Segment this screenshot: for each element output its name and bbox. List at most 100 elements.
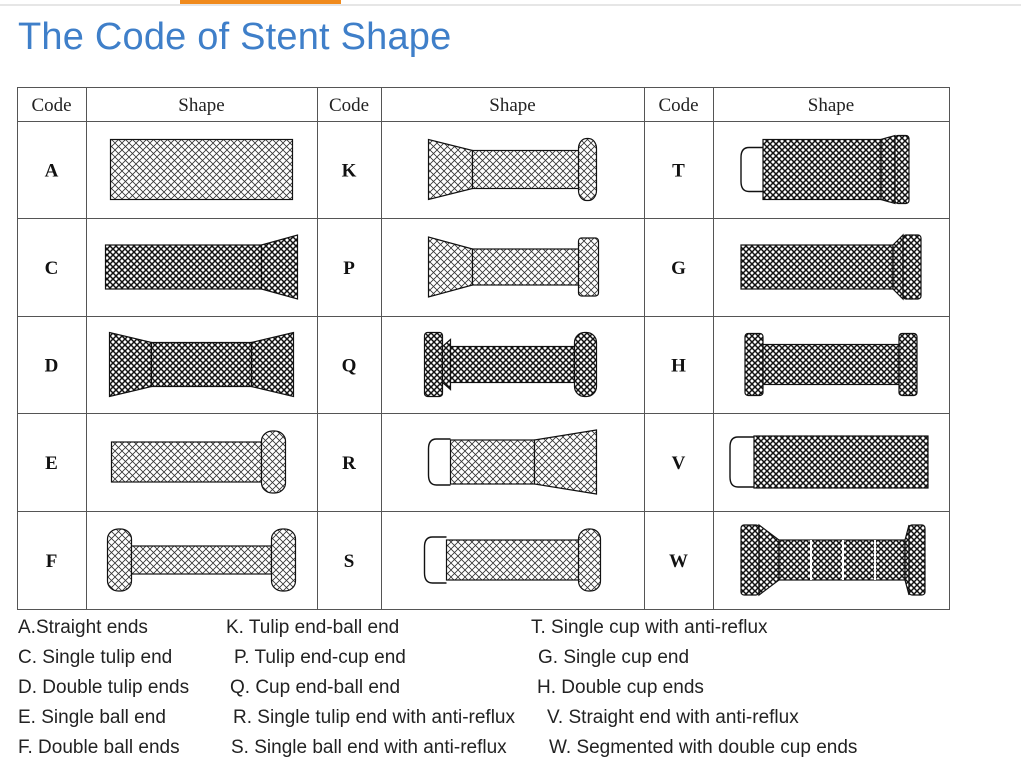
anti-reflux-valve — [729, 436, 754, 488]
stent-shape-single-ball — [110, 430, 287, 494]
legend-item: D. Double tulip ends — [18, 677, 190, 698]
stent-shape-tulip-ball — [427, 137, 598, 202]
stent-cup-end — [740, 524, 760, 596]
stent-tulip-end — [427, 236, 474, 298]
code-cell: A — [45, 161, 59, 182]
legend-item: F. Double ball ends — [18, 737, 180, 758]
legend-item: C. Single tulip end — [18, 647, 173, 668]
stent-cup-end — [898, 332, 918, 397]
stent-ball-end — [260, 430, 287, 494]
stent-tulip-end — [260, 234, 299, 300]
stent-shape-double-cup — [744, 332, 918, 397]
stent-cup-end — [577, 237, 600, 297]
stent-ball-end — [270, 528, 297, 592]
stent-cup-end — [744, 332, 764, 397]
stent-tulip-end — [250, 331, 295, 398]
stent-shape-double-tulip — [108, 331, 295, 398]
header-shape: Shape — [489, 95, 535, 116]
code-cell: S — [344, 551, 355, 572]
stent-body — [471, 149, 584, 190]
code-cell: T — [672, 161, 685, 182]
stent-ball-end — [577, 137, 598, 202]
stent-shape-straight-antireflux — [729, 435, 929, 489]
legend-item: V. Straight end with anti-reflux — [547, 707, 799, 728]
legend-item: S. Single ball end with anti-reflux — [231, 737, 507, 758]
stent-tulip-end — [427, 138, 474, 201]
top-divider — [0, 4, 1021, 6]
legend-item: H. Double cup ends — [537, 677, 704, 698]
header-shape: Shape — [178, 95, 224, 116]
table-border — [17, 87, 950, 610]
code-cell: R — [342, 453, 356, 474]
code-cell: H — [671, 356, 686, 377]
stent-body — [753, 435, 929, 489]
stent-body — [110, 441, 263, 483]
header-code: Code — [329, 95, 369, 116]
stent-tulip-end — [758, 523, 780, 597]
stent-shape-straight — [109, 138, 294, 201]
page-title: The Code of Stent Shape — [18, 16, 452, 58]
stent-shape-cup-ball — [423, 331, 598, 398]
stent-tulip-end — [108, 331, 153, 398]
stent-shape-tulip-cup — [427, 236, 600, 298]
stent-body — [449, 345, 576, 384]
stent-cup-end — [908, 524, 926, 596]
code-cell: K — [342, 161, 357, 182]
legend-item: W. Segmented with double cup ends — [549, 737, 858, 758]
stent-ball-end — [106, 528, 133, 592]
stent-body — [445, 539, 582, 581]
stent-tulip-end — [533, 429, 598, 495]
stent-shape-ball-antireflux — [423, 528, 602, 592]
shape-legend: A.Straight ends K. Tulip end-ball end T. S… — [0, 613, 1021, 763]
stent-tulip-end — [880, 134, 896, 205]
header-shape: Shape — [808, 95, 854, 116]
code-cell: G — [671, 258, 686, 279]
stent-shape-tulip-antireflux — [427, 429, 598, 495]
stent-body — [150, 341, 253, 388]
stent-shape-table-graphic: Code Shape Code Shape Code Shape A K T C P G D Q H E R V… — [17, 87, 950, 610]
legend-item: R. Single tulip end with anti-reflux — [233, 707, 515, 728]
legend-item: Q. Cup end-ball end — [230, 677, 401, 698]
code-cell: C — [45, 258, 59, 279]
stent-ball-end — [577, 528, 602, 592]
stent-tulip-end — [441, 338, 452, 391]
code-cell: P — [343, 258, 355, 279]
legend-item: E. Single ball end — [18, 707, 166, 728]
stent-body — [104, 244, 263, 290]
stent-body — [130, 545, 273, 575]
stent-tulip-end — [892, 233, 904, 301]
stent-body — [109, 138, 294, 201]
active-tab-indicator — [180, 0, 341, 4]
header-code: Code — [658, 95, 698, 116]
code-cell: E — [45, 453, 58, 474]
legend-item: P. Tulip end-cup end — [234, 647, 406, 668]
code-cell: D — [45, 356, 59, 377]
legend-item: A.Straight ends — [18, 617, 148, 638]
stent-body — [740, 244, 894, 290]
legend-item: G. Single cup end — [538, 647, 690, 668]
code-cell: W — [669, 551, 688, 572]
header-code: Code — [31, 95, 71, 116]
anti-reflux-valve — [427, 438, 451, 486]
stent-cup-end — [894, 134, 910, 205]
anti-reflux-valve — [423, 536, 447, 584]
stent-shape-table: Code Shape Code Shape Code Shape A K T C P G D Q H E R V… — [17, 87, 950, 611]
stent-shape-cup-antireflux — [740, 134, 910, 205]
stent-body — [762, 343, 900, 386]
stent-body — [762, 138, 882, 201]
stent-tulip-end — [904, 524, 910, 596]
stent-shape-double-ball — [106, 528, 297, 592]
stent-ball-end — [573, 331, 598, 398]
code-cell: F — [46, 551, 58, 572]
stent-shape-single-cup — [740, 233, 922, 301]
stent-body — [449, 439, 536, 485]
legend-item: T. Single cup with anti-reflux — [531, 617, 768, 638]
code-cell: V — [672, 453, 686, 474]
anti-reflux-valve — [740, 146, 763, 193]
code-cell: Q — [342, 356, 357, 377]
stent-body — [471, 248, 582, 286]
legend-item: K. Tulip end-ball end — [226, 617, 400, 638]
stent-cup-end — [902, 234, 922, 300]
stent-shape-segmented-double-cup — [740, 523, 926, 597]
stent-cup-end — [423, 331, 444, 398]
